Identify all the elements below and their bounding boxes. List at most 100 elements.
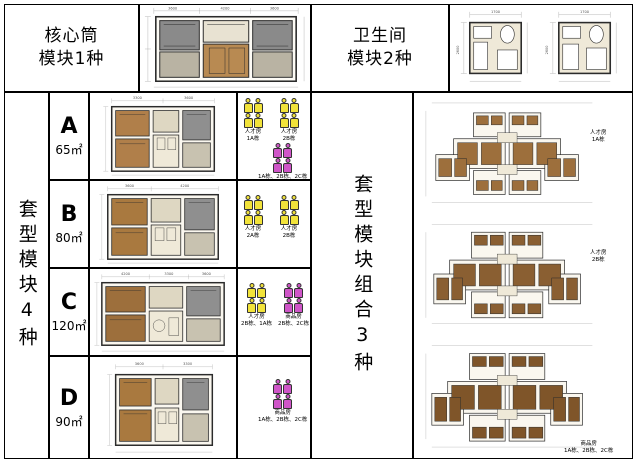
icon-cluster-a3: 1A栋、2B栋、2C栋 xyxy=(258,143,307,181)
icon-row-bottom xyxy=(279,210,299,225)
core-tube-plan-cell: 3600 4200 3600 xyxy=(139,4,311,92)
core-tube-label-line1: 核心筒 xyxy=(44,26,99,47)
unit-plan-d: 3600 3300 xyxy=(90,357,236,458)
icon-row-bottom xyxy=(273,394,293,409)
unit-modules-label: 套型模块4种 xyxy=(15,199,38,352)
person-icon xyxy=(257,298,267,313)
person-icon xyxy=(283,158,293,173)
person-icon xyxy=(279,98,289,113)
unit-type-d-area: 90㎡ xyxy=(55,414,83,429)
unit-type-b-label: B 80㎡ xyxy=(49,180,89,268)
toilet-label-line2: 模块2种 xyxy=(347,49,413,69)
person-icon xyxy=(294,298,304,313)
unit-type-b-letter: B xyxy=(60,202,78,227)
person-icon xyxy=(253,113,263,128)
svg-text:1700: 1700 xyxy=(580,10,589,14)
person-icon xyxy=(279,113,289,128)
svg-text:4200: 4200 xyxy=(220,6,229,10)
person-icon xyxy=(284,298,294,313)
svg-text:3300: 3300 xyxy=(133,96,142,100)
toilet-label-line1: 卫生间 xyxy=(352,26,407,47)
person-icon xyxy=(283,394,293,409)
svg-text:3600: 3600 xyxy=(202,272,211,276)
icon-row-top xyxy=(273,379,293,394)
icon-row-top xyxy=(279,195,299,210)
person-icon xyxy=(289,98,299,113)
person-icon xyxy=(257,283,267,298)
icon-row-top xyxy=(243,98,263,113)
person-icon xyxy=(273,158,283,173)
icon-row-top xyxy=(273,143,293,158)
unit-plan-b-cell: 3600 4200 xyxy=(89,180,237,268)
person-icon xyxy=(247,298,257,313)
person-icon xyxy=(273,143,283,158)
svg-text:3600: 3600 xyxy=(270,6,279,10)
unit-type-c-area: 120㎡ xyxy=(51,319,87,333)
unit-type-d-letter: D xyxy=(59,385,79,411)
person-icon xyxy=(253,210,263,225)
person-icon xyxy=(289,210,299,225)
svg-text:3300: 3300 xyxy=(164,272,173,276)
toilet-label-cell: 卫生间 模块2种 xyxy=(311,4,449,92)
icon-row-bottom xyxy=(273,158,293,173)
unit-type-a-area: 65㎡ xyxy=(55,143,83,157)
person-icon xyxy=(289,195,299,210)
svg-text:3600: 3600 xyxy=(168,6,177,10)
toilet-label: 卫生间 模块2种 xyxy=(347,25,413,71)
unit-plan-c: 4200 3300 3600 xyxy=(90,269,236,355)
icon-row-bottom xyxy=(247,298,267,313)
person-icon xyxy=(253,98,263,113)
icon-row-bottom xyxy=(243,113,263,128)
person-icon xyxy=(273,394,283,409)
person-icon xyxy=(243,98,253,113)
unit-plan-d-cell: 3600 3300 xyxy=(89,356,237,459)
person-icon xyxy=(279,195,289,210)
unit-type-c-label: C 120㎡ xyxy=(49,268,89,356)
unit-type-b-area: 80㎡ xyxy=(55,231,83,245)
unit-type-d-label: D 90㎡ xyxy=(49,356,89,459)
svg-text:3600: 3600 xyxy=(125,184,134,188)
toilet-plan: 1700 1700 2600 2600 xyxy=(450,5,632,91)
icon-row-bottom xyxy=(243,210,263,225)
svg-text:4200: 4200 xyxy=(180,184,189,188)
toilet-plan-cell: 1700 1700 2600 2600 xyxy=(449,4,633,92)
icon-row-top xyxy=(243,195,263,210)
svg-text:2600: 2600 xyxy=(545,46,549,55)
core-tube-plan: 3600 4200 3600 xyxy=(140,5,310,91)
unit-plan-c-cell: 4200 3300 3600 xyxy=(89,268,237,356)
person-icon xyxy=(243,210,253,225)
icon-row-bottom xyxy=(284,298,304,313)
person-icon xyxy=(284,283,294,298)
icon-row-top xyxy=(247,283,267,298)
svg-text:3600: 3600 xyxy=(184,96,193,100)
icon-caption: 1A栋、2B栋、2C栋 xyxy=(258,174,308,180)
unit-modules-label-cell: 套型模块4种 xyxy=(4,92,49,459)
icon-row-top xyxy=(279,98,299,113)
unit-plan-b: 3600 4200 xyxy=(90,181,236,267)
